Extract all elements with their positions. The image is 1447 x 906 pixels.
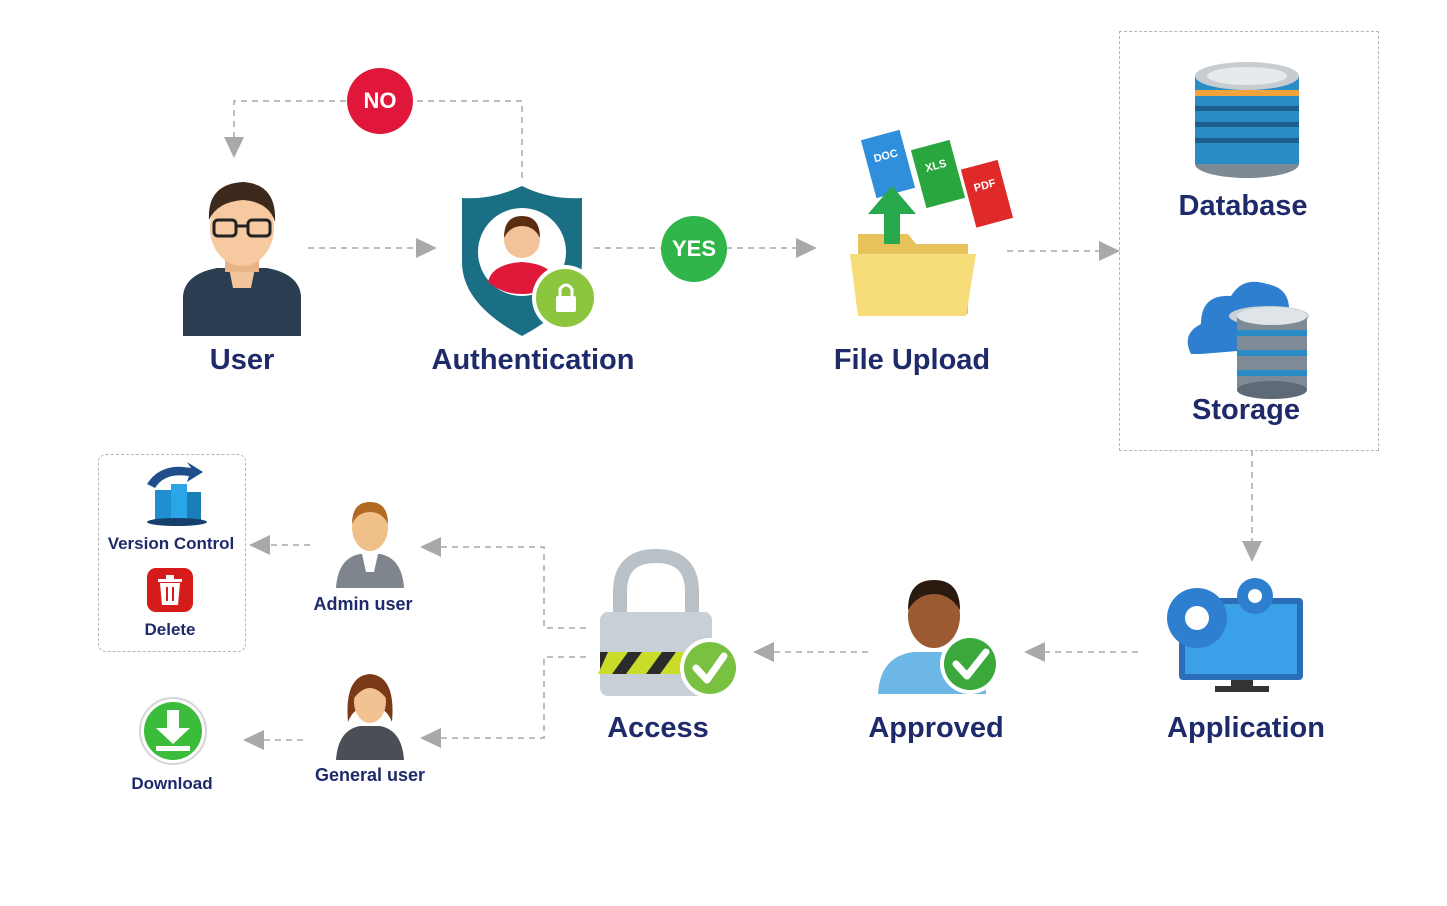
pdf-file-icon: PDF bbox=[973, 177, 998, 194]
version-control-icon[interactable] bbox=[141, 462, 211, 526]
application-label: Application bbox=[1167, 712, 1325, 744]
general-user-icon bbox=[336, 674, 404, 760]
no-badge: NO bbox=[347, 68, 413, 134]
yes-badge: YES bbox=[661, 216, 727, 282]
file-upload-label: File Upload bbox=[833, 344, 991, 376]
access-label: Access bbox=[607, 712, 709, 744]
download-label[interactable]: Download bbox=[131, 774, 213, 793]
application-monitor-icon bbox=[1167, 578, 1303, 692]
access-to-admin-arrow bbox=[430, 546, 586, 629]
admin-tools-box bbox=[98, 454, 246, 652]
download-icon[interactable] bbox=[138, 696, 208, 766]
delete-label[interactable]: Delete bbox=[144, 620, 196, 639]
admin-user-label: Admin user bbox=[313, 594, 413, 614]
storage-label: Storage bbox=[1192, 394, 1300, 426]
user-avatar-icon bbox=[183, 182, 301, 336]
admin-user-icon bbox=[336, 502, 404, 588]
version-control-label[interactable]: Version Control bbox=[107, 534, 235, 553]
xls-file-icon: XLS bbox=[924, 158, 948, 175]
general-user-label: General user bbox=[314, 765, 426, 785]
authentication-shield-icon bbox=[462, 186, 598, 336]
file-upload-icon: DOC XLS PDF bbox=[850, 129, 1014, 316]
approved-person-icon bbox=[878, 580, 1000, 694]
authentication-label: Authentication bbox=[431, 344, 635, 376]
user-label: User bbox=[209, 344, 275, 376]
delete-trash-icon[interactable] bbox=[146, 567, 196, 613]
storage-group-box bbox=[1119, 31, 1379, 451]
database-icon bbox=[1195, 62, 1299, 178]
cloud-storage-icon bbox=[1187, 281, 1309, 399]
database-label: Database bbox=[1178, 190, 1308, 222]
access-lock-icon bbox=[598, 548, 740, 698]
approved-label: Approved bbox=[868, 712, 1004, 744]
access-to-general-arrow bbox=[430, 656, 586, 739]
